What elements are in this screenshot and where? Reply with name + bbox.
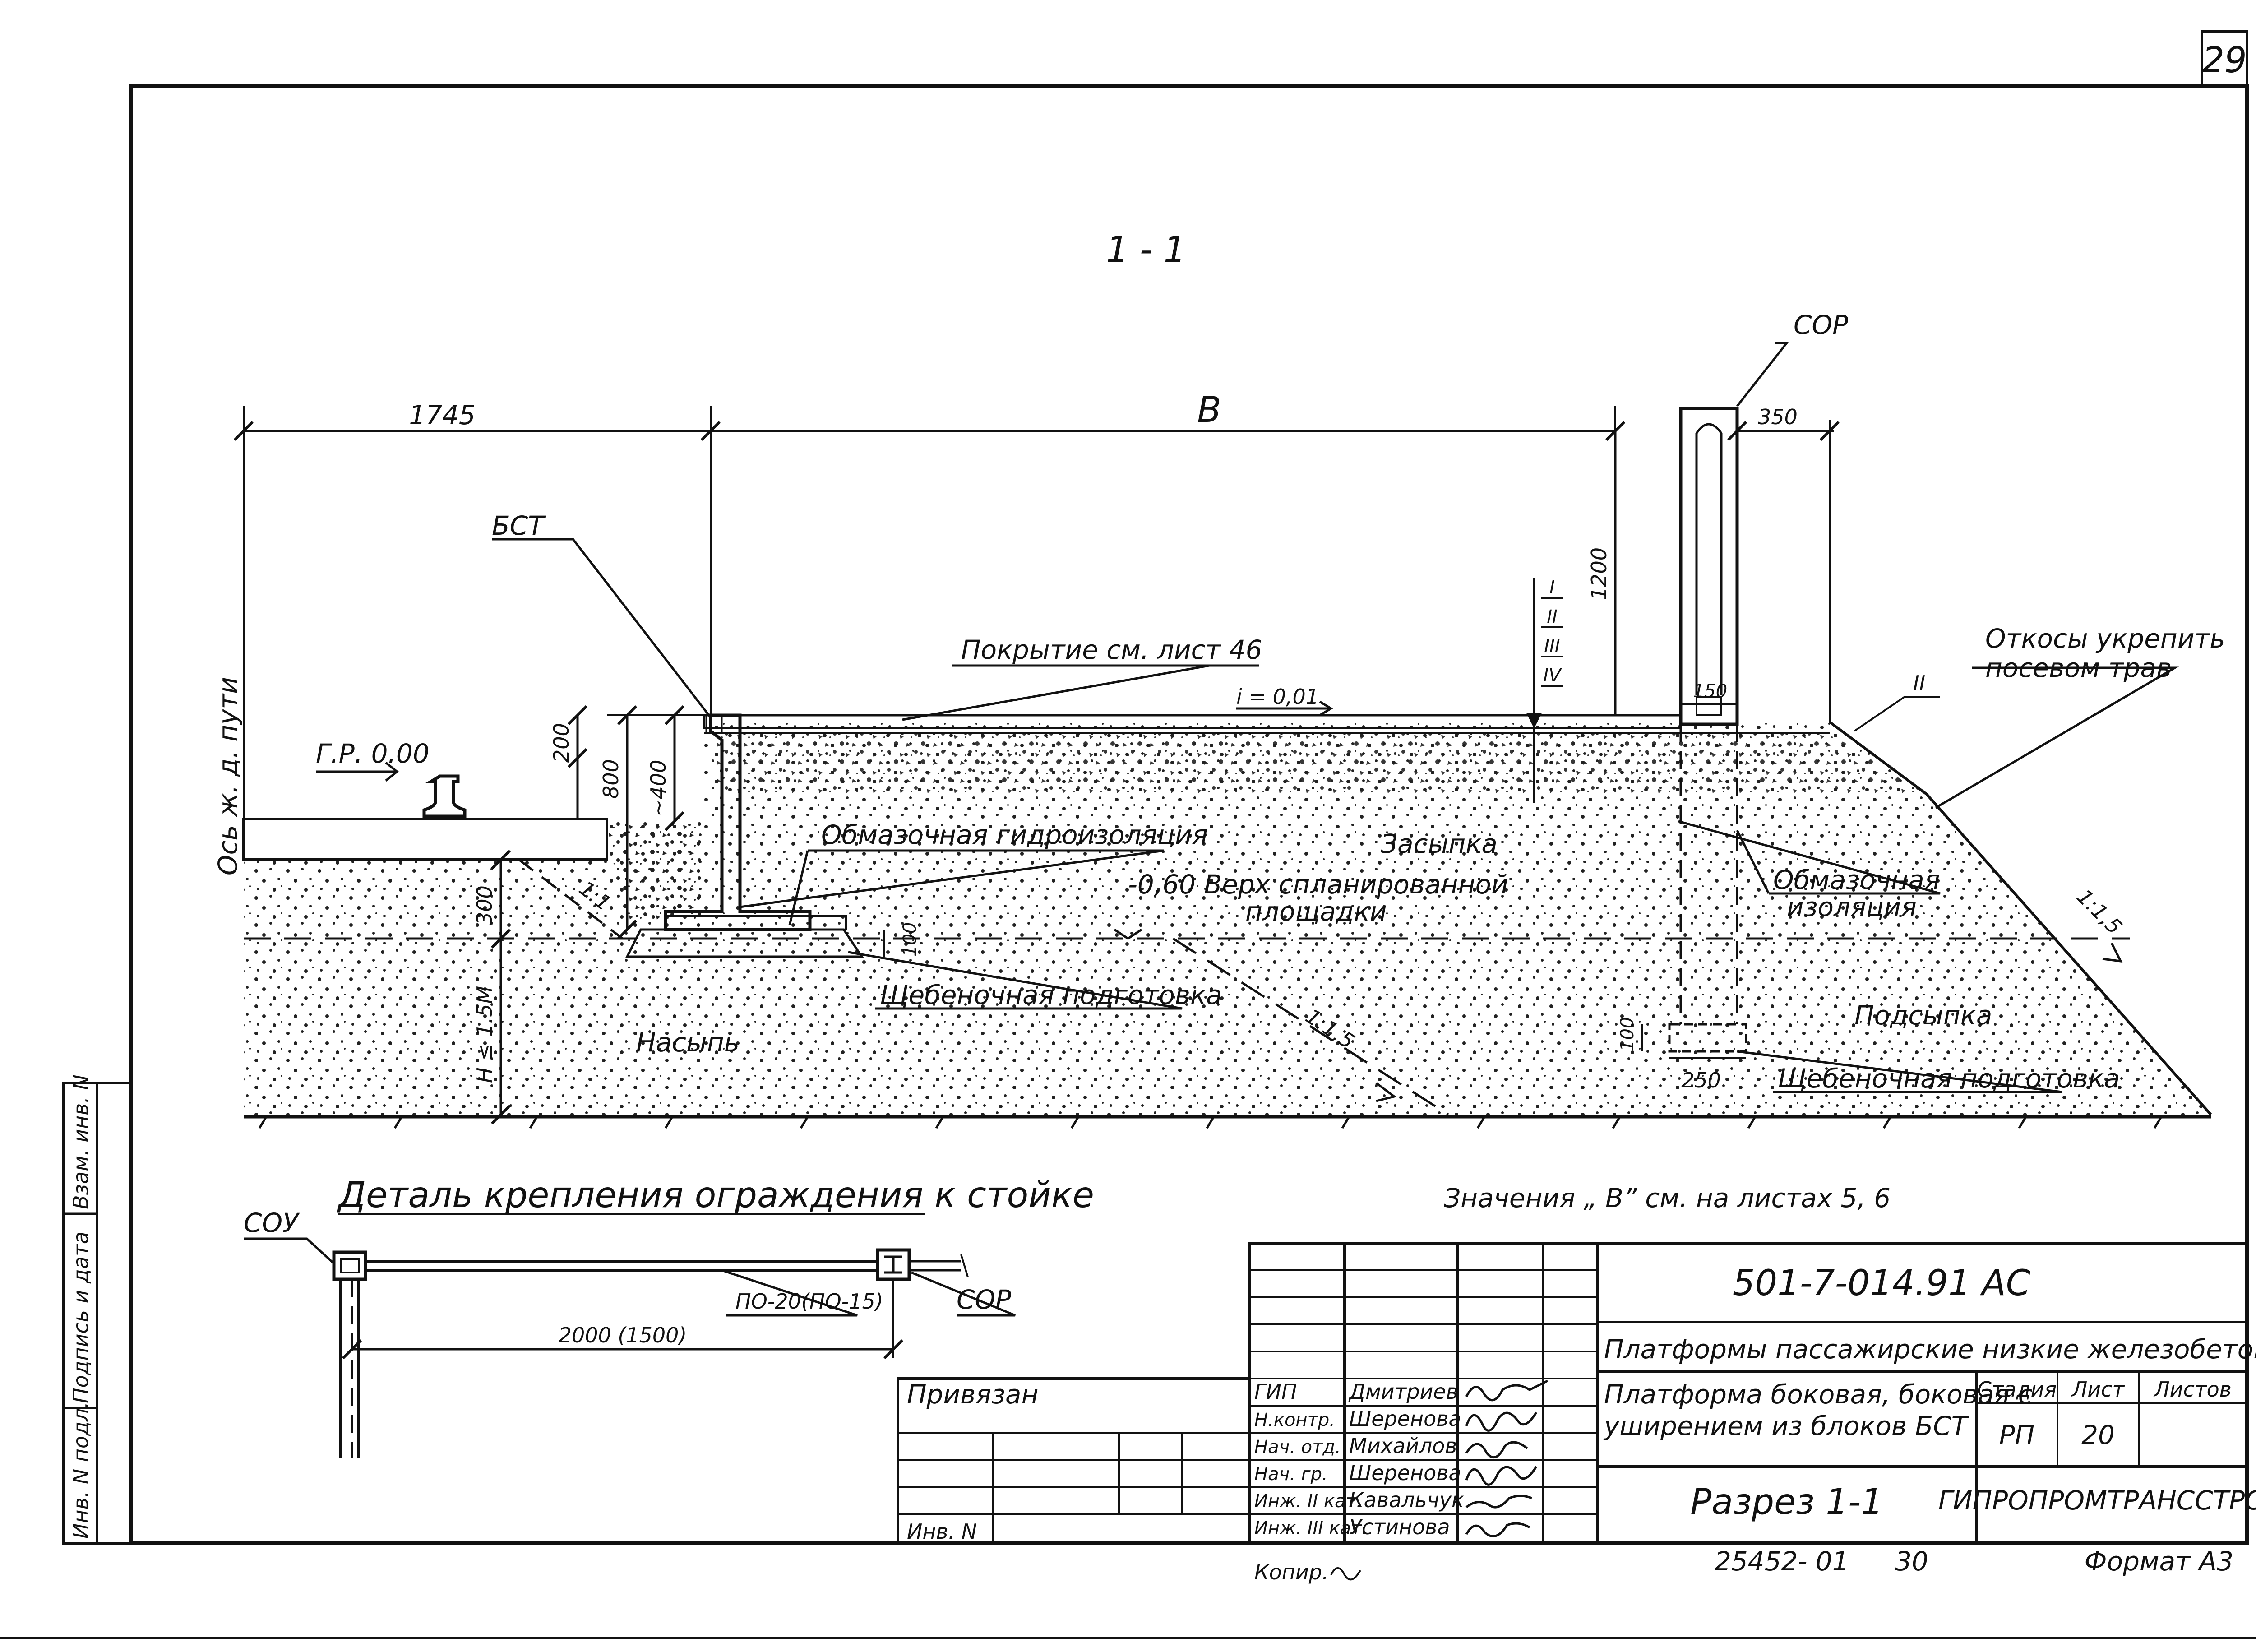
tb-subject-1: Платформа боковая, боковая с [1604, 1379, 2033, 1410]
callout-obmaz-gidro: Обмазочная гидроизоляция [821, 819, 1208, 850]
detail-po: ПО-20(ПО-15) [735, 1289, 883, 1314]
callout-obmaz-iz-1: Обмазочная [1773, 865, 1940, 895]
detail-title: Деталь крепления ограждения к стойке [337, 1175, 1094, 1216]
tb-page: 30 [1895, 1546, 1928, 1577]
tb-name-5: Устинова [1349, 1515, 1450, 1539]
callout-leaders [492, 342, 2179, 1093]
roman-ii: II [1547, 606, 1558, 627]
dim-1745: 1745 [409, 400, 476, 430]
callout-zasypka: Засыпка [1381, 828, 1498, 859]
callout-bst: БСТ [492, 510, 546, 541]
roman-i: I [1549, 577, 1555, 598]
section-title: 1 - 1 [1106, 230, 1186, 270]
callout-otkosy-1: Откосы укрепить [1985, 623, 2225, 654]
callout-otkosy-2: посевом трав [1985, 652, 2172, 683]
sheet-number: 29 [2202, 40, 2247, 81]
dim-400: ~400 [646, 760, 670, 817]
callout-sor: СОР [1794, 310, 1848, 340]
tb-copy: Копир. [1254, 1560, 1329, 1584]
dim-150: 150 [1693, 681, 1727, 702]
tb-role-5: Инж. III кат. [1254, 1518, 1367, 1539]
copy-signature [1330, 1567, 1361, 1581]
side-stamp: Взам. инв. N Подпись и дата Инв. N подл. [62, 1074, 132, 1545]
callout-nasyp: Насыпь [636, 1027, 740, 1058]
dim-250: 250 [1681, 1068, 1721, 1092]
sor-post [1668, 407, 1747, 1053]
callout-pokrytie: Покрытие см. лист 46 [961, 634, 1262, 665]
sheet-number-box [2201, 30, 2248, 87]
tb-role-2: Нач. отд. [1254, 1437, 1341, 1458]
callout-podsypka: Подсыпка [1854, 1000, 1992, 1031]
tb-subject-2: уширением из блоков БСТ [1603, 1411, 1969, 1441]
dim-200: 200 [549, 723, 573, 763]
tb-roles: ГИП Н.контр. Нач. отд. Нач. гр. Инж. II … [1254, 1379, 1464, 1539]
slope-i: i = 0,01 [1236, 685, 1319, 709]
tb-stage-label: Стадия [1977, 1377, 2057, 1402]
signatures [1465, 1379, 1549, 1537]
note-b: Значения „ B” см. на листах 5, 6 [1444, 1183, 1891, 1213]
dim-100-left: 100 [900, 922, 920, 957]
dim-300: 300 [472, 885, 497, 925]
level-gr: Г.Р. 0.00 [316, 738, 430, 769]
detail-sor: СОР [957, 1284, 1011, 1315]
tb-sheets-label: Листов [2153, 1377, 2232, 1402]
tb-format: Формат А3 [2085, 1546, 2233, 1577]
sleeper [242, 818, 608, 861]
callout-sheben-2: Щебеночная подготовка [1778, 1063, 2120, 1094]
tb-privyazan: Привязан [907, 1379, 1039, 1410]
rail-profile [422, 774, 467, 818]
tb-role-3: Нач. гр. [1254, 1464, 1328, 1485]
dim-800: 800 [599, 759, 623, 799]
stamp-vzam-inv: Взам. инв. N [69, 1074, 93, 1209]
roman-levels: I II III IV II [1541, 577, 1940, 732]
tb-project: Платформы пассажирские низкие железобето… [1604, 1334, 2256, 1365]
dim-1200: 1200 [1587, 547, 1611, 600]
detail-dim: 2000 (1500) [559, 1323, 687, 1347]
tb-stage: РП [1999, 1420, 2035, 1450]
tb-role-4: Инж. II кат. [1254, 1491, 1362, 1512]
tb-archive: 25452- 01 [1715, 1546, 1849, 1577]
tb-sheet-label: Лист [2071, 1377, 2125, 1402]
tb-doc-code: 501-7-014.91 АС [1733, 1263, 2031, 1304]
dim-b: B [1197, 390, 1221, 430]
soil-body [242, 721, 2212, 1129]
roman-ii-slope: II [1913, 671, 1925, 695]
dim-350: 350 [1758, 405, 1798, 429]
bst-block [625, 713, 864, 958]
tb-inv-n: Инв. N [907, 1519, 977, 1544]
dimension-lines [233, 406, 1840, 1125]
stamp-podpis-data: Подпись и дата [69, 1231, 93, 1403]
level-060-line1: -0,60 Верх спланированной [1128, 869, 1508, 900]
detail-drawing [244, 1237, 1016, 1458]
tb-role-0: ГИП [1254, 1379, 1297, 1404]
tb-name-0: Дмитриев [1348, 1379, 1458, 1404]
slope-15-outer: 1:1,5 [2072, 884, 2127, 939]
tb-name-1: Шеренова [1349, 1407, 1461, 1431]
tb-name-4: Кавальчук [1349, 1488, 1464, 1512]
tb-name-3: Шеренова [1349, 1461, 1461, 1485]
dim-100-right: 100 [1617, 1017, 1638, 1051]
stamp-inv-podl: Инв. N подл. [69, 1402, 93, 1539]
roman-iii: III [1544, 636, 1560, 657]
tb-name-2: Михайлов [1349, 1434, 1457, 1458]
detail-soy: СОУ [244, 1208, 300, 1238]
level-060-line2: площадки [1245, 896, 1387, 927]
tb-sheet: 20 [2081, 1420, 2115, 1450]
title-block [897, 1242, 2248, 1545]
axis-label: Ось ж. д. пути [213, 677, 243, 875]
callout-obmaz-iz-2: изоляция [1787, 892, 1917, 922]
tb-organization: ГИПРОПРОМТРАНССТРОЙ [1938, 1485, 2256, 1516]
roman-iv: IV [1543, 665, 1562, 686]
callout-sheben-1: Щебеночная подготовка [880, 980, 1222, 1010]
tb-drawing: Разрез 1-1 [1690, 1482, 1883, 1522]
dim-h: H ≤ 1.5M [472, 986, 497, 1083]
tb-role-1: Н.контр. [1254, 1410, 1335, 1430]
